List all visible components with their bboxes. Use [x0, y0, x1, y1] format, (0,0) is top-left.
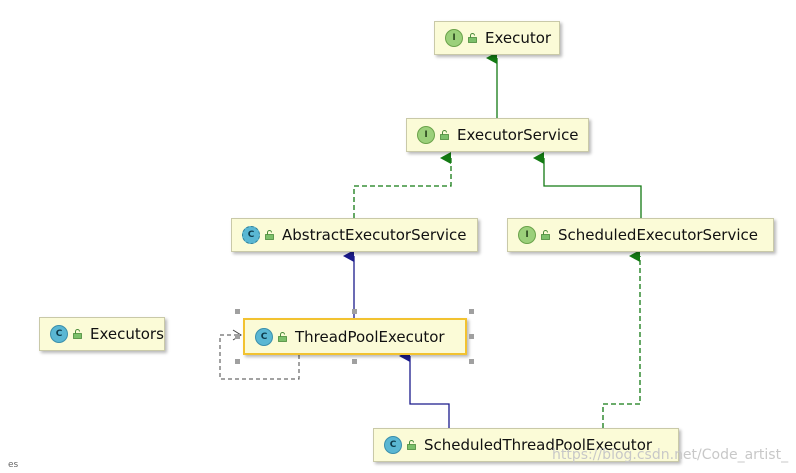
selection-handle[interactable] [235, 309, 240, 314]
watermark-text: https://blog.csdn.net/Code_artist_ [552, 447, 789, 463]
edge-scheduled-executor-service-extends-executor-service [533, 152, 642, 218]
selection-handle[interactable] [469, 309, 474, 314]
lock-open-icon [73, 329, 82, 339]
node-label: Executors [90, 325, 164, 343]
node-scheduled-executor-service[interactable]: I ScheduledExecutorService [507, 218, 774, 252]
interface-icon: I [445, 29, 463, 47]
node-label: Executor [485, 29, 552, 47]
abstract-class-icon: C [242, 226, 260, 244]
corner-text: es [8, 460, 19, 470]
node-thread-pool-executor[interactable]: C ThreadPoolExecutor [243, 318, 467, 355]
interface-icon: I [417, 126, 435, 144]
edge-thread-pool-executor-self-dependency [219, 334, 300, 380]
edge-scheduled-thread-pool-executor-implements-scheduled-executor-service [602, 250, 641, 428]
lock-open-icon [278, 331, 287, 342]
node-executor[interactable]: I Executor [434, 21, 560, 55]
selection-handle[interactable] [469, 359, 474, 364]
lock-open-icon [541, 230, 550, 240]
class-icon: C [255, 327, 273, 346]
lock-open-icon [265, 230, 274, 240]
selection-handle[interactable] [469, 334, 474, 339]
node-label: ScheduledExecutorService [558, 226, 758, 244]
node-label: ThreadPoolExecutor [295, 327, 445, 346]
node-abstract-executor-service[interactable]: C AbstractExecutorService [231, 218, 478, 252]
lock-open-icon [407, 440, 416, 450]
lock-open-icon [440, 130, 449, 140]
interface-icon: I [518, 226, 536, 244]
selection-handle[interactable] [352, 309, 357, 314]
edge-abstract-executor-service-implements-executor-service [353, 152, 452, 218]
node-executors[interactable]: C Executors [39, 317, 165, 351]
node-label: ExecutorService [457, 126, 579, 144]
node-label: AbstractExecutorService [282, 226, 467, 244]
selection-handle[interactable] [235, 334, 240, 339]
node-scheduled-thread-pool-executor[interactable]: C ScheduledThreadPoolExecutor [373, 428, 679, 462]
node-executor-service[interactable]: I ExecutorService [406, 118, 589, 152]
lock-open-icon [468, 33, 477, 43]
edge-scheduled-thread-pool-executor-extends-thread-pool-executor [399, 350, 450, 428]
selection-handle[interactable] [352, 359, 357, 364]
selection-handle[interactable] [235, 359, 240, 364]
node-label: ScheduledThreadPoolExecutor [424, 436, 653, 454]
class-icon: C [384, 436, 402, 454]
class-icon: C [50, 325, 68, 343]
